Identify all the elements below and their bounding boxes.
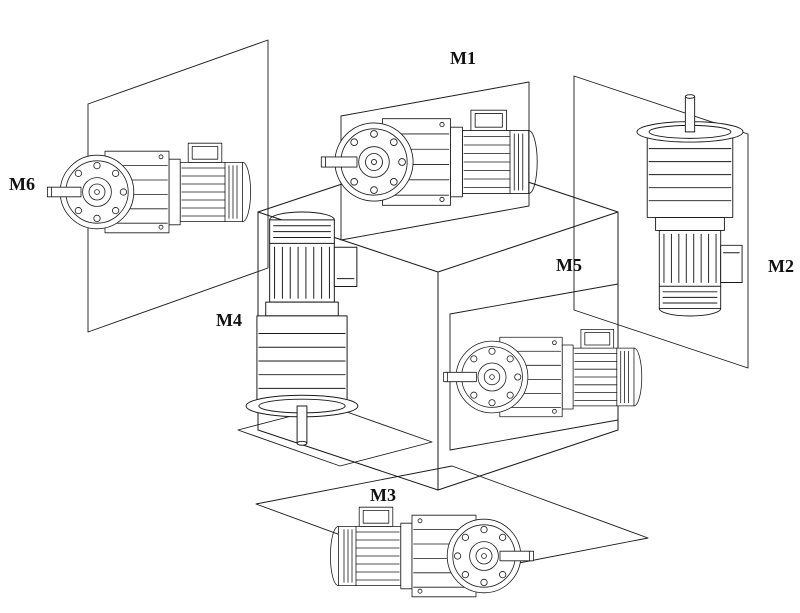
diagram-lines: M1 M2 M3 M4 M5 M6	[9, 39, 794, 598]
label-m3: M3	[370, 485, 396, 505]
gearmotor-m3	[329, 506, 534, 598]
gearmotor-m4	[245, 211, 359, 446]
label-m4: M4	[216, 310, 242, 330]
gearmotor-m2	[636, 94, 744, 317]
cube-bottom-right-edge	[437, 429, 619, 491]
cube-bottom-left-edge	[257, 429, 439, 491]
gearmotor-m5	[443, 329, 643, 418]
label-m2: M2	[768, 256, 794, 276]
plane-m1	[340, 81, 530, 241]
plane-m6	[87, 39, 269, 333]
label-m6: M6	[9, 174, 35, 194]
label-m5: M5	[556, 255, 582, 275]
gearmotor-m1	[320, 109, 538, 206]
position-labels: M1 M2 M3 M4 M5 M6	[9, 48, 794, 505]
label-m1: M1	[450, 48, 476, 68]
gearmotor-m6	[46, 142, 252, 234]
